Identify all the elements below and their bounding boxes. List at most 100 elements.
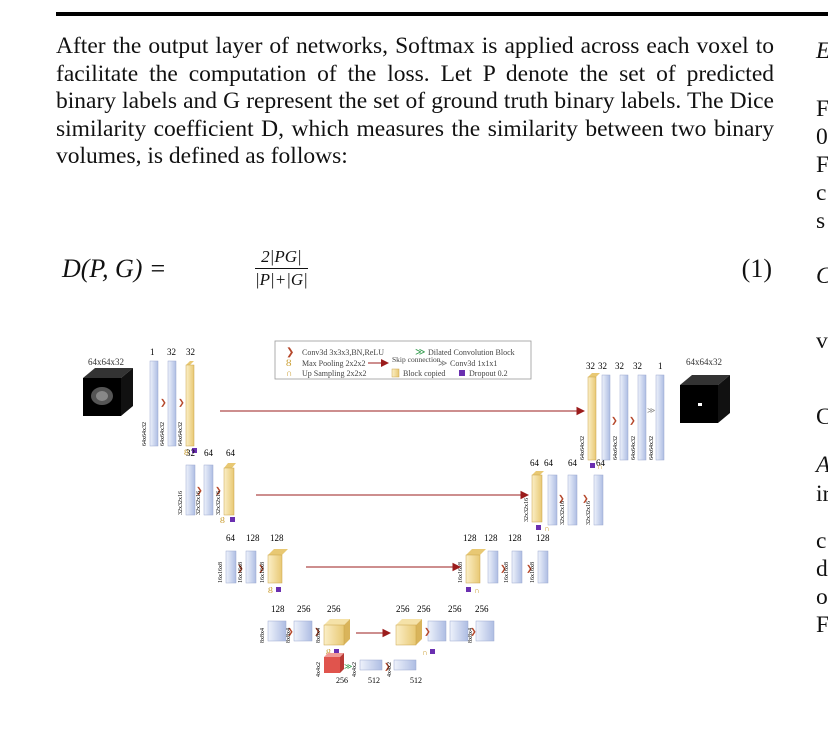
svg-text:256: 256 (336, 676, 348, 685)
skip-connections (220, 406, 586, 638)
svg-text:❯: ❯ (196, 486, 203, 495)
svg-text:∩: ∩ (474, 586, 480, 595)
equation-numerator: 2|PG| (255, 246, 308, 269)
svg-text:16x16x8: 16x16x8 (238, 562, 244, 583)
right-col-fragment: C (816, 404, 828, 430)
svg-text:32: 32 (615, 361, 624, 371)
right-col-fragment: E (816, 38, 828, 65)
svg-text:❯: ❯ (237, 564, 244, 573)
svg-text:Ȣ: Ȣ (220, 516, 225, 525)
svg-text:❯: ❯ (470, 627, 477, 636)
svg-text:128: 128 (270, 533, 284, 543)
svg-text:16x16x8: 16x16x8 (260, 562, 266, 583)
svg-text:32x32x16: 32x32x16 (560, 501, 566, 525)
svg-text:64: 64 (544, 458, 554, 468)
equation-number: (1) (741, 254, 772, 283)
svg-text:Ȣ: Ȣ (268, 586, 273, 595)
dilated-arrow-icon: ≫ (344, 662, 352, 671)
right-col-fragment: c (816, 180, 827, 206)
right-col-fragment: c (816, 528, 827, 554)
svg-text:Ȣ: Ȣ (184, 448, 189, 457)
svg-text:32: 32 (186, 448, 195, 458)
svg-text:❯: ❯ (384, 662, 391, 671)
svg-text:16x16x8: 16x16x8 (458, 562, 464, 583)
right-col-fragment: s (816, 208, 826, 234)
svg-text:Ȣ: Ȣ (326, 648, 331, 657)
legend-copied-label: Block copied (403, 369, 445, 378)
svg-text:256: 256 (327, 604, 341, 614)
svg-text:32: 32 (167, 347, 176, 357)
top-rule (56, 12, 828, 16)
svg-text:32: 32 (633, 361, 642, 371)
svg-text:16x16x8: 16x16x8 (504, 562, 510, 583)
svg-text:64x64x32: 64x64x32 (649, 436, 655, 460)
svg-text:32: 32 (186, 347, 195, 357)
svg-text:128: 128 (484, 533, 498, 543)
body-paragraph: After the output layer of networks, Soft… (56, 33, 774, 169)
equation-lhs: D(P, G) = (62, 254, 167, 283)
svg-text:64: 64 (226, 533, 236, 543)
figure-legend: ❯ Conv3d 3x3x3,BN,ReLU ≫ Dilated Convolu… (274, 340, 532, 380)
svg-text:4x4x2: 4x4x2 (387, 662, 393, 677)
svg-text:128: 128 (246, 533, 260, 543)
decoder-level-2: 64 64 64 64 ∩ ❯ ❯ 32x32x16 32x32x16 32x3… (524, 458, 606, 533)
svg-text:❯: ❯ (629, 416, 636, 425)
svg-text:❯: ❯ (500, 564, 507, 573)
svg-text:∩: ∩ (422, 648, 428, 657)
upsample-legend-icon: ∩ (286, 368, 293, 378)
svg-text:128: 128 (463, 533, 477, 543)
right-col-fragment: F (816, 152, 828, 178)
encoder-level-4: 128 256 256 ❯ ❯ Ȣ 8x8x4 8x8x4 8x8x4 (260, 604, 350, 657)
unet-architecture-figure: ❯ Conv3d 3x3x3,BN,ReLU ≫ Dilated Convolu… (80, 333, 740, 685)
svg-text:32x32x16: 32x32x16 (524, 498, 530, 522)
svg-text:16x16x8: 16x16x8 (218, 562, 224, 583)
svg-text:8x8x4: 8x8x4 (260, 628, 266, 643)
bottleneck-level: ≫ ❯ 256 512 512 4x4x2 4x4x2 4x4x2 (316, 653, 422, 685)
copied-legend-swatch (391, 368, 400, 378)
svg-text:1: 1 (658, 361, 663, 371)
encoder-level-2: 32 64 64 ❯ ❯ Ȣ 32x32x16 32x32x16 32x32x1… (178, 448, 236, 525)
right-col-fragment: v (816, 328, 828, 354)
svg-text:4x4x2: 4x4x2 (352, 662, 358, 677)
svg-text:64: 64 (226, 448, 236, 458)
legend-maxpool-label: Max Pooling 2x2x2 (302, 359, 366, 368)
right-col-fragment: F (816, 96, 828, 122)
svg-text:1: 1 (150, 347, 155, 357)
svg-text:∩: ∩ (544, 524, 550, 533)
svg-text:64x64x32: 64x64x32 (613, 436, 619, 460)
svg-text:256: 256 (448, 604, 462, 614)
svg-text:❯: ❯ (160, 398, 167, 407)
equation-fraction: 2|PG| |P|+|G| (255, 246, 308, 291)
svg-text:❯: ❯ (314, 627, 321, 636)
output-volume: 64x64x32 (680, 357, 730, 423)
maxpool-legend-icon: Ȣ (286, 358, 292, 368)
decoder-level-4: 256 256 256 256 ∩ ❯ ❯ 8x8x4 (395, 604, 495, 657)
dice-equation: D(P, G) = 2|PG| |P|+|G| (1) (60, 246, 772, 306)
right-col-fragment: d (816, 556, 828, 582)
svg-text:256: 256 (396, 604, 410, 614)
svg-text:❯: ❯ (558, 494, 565, 503)
svg-text:32x32x16: 32x32x16 (196, 491, 202, 515)
svg-text:128: 128 (536, 533, 550, 543)
dropout-legend-swatch (459, 370, 465, 376)
svg-text:❯: ❯ (424, 627, 431, 636)
svg-text:256: 256 (297, 604, 311, 614)
svg-text:64x64x32: 64x64x32 (160, 422, 166, 446)
svg-text:32: 32 (586, 361, 595, 371)
svg-text:❯: ❯ (178, 398, 185, 407)
dilated-legend-icon: ≫ (415, 347, 425, 358)
svg-text:❯: ❯ (582, 494, 589, 503)
svg-text:64x64x32: 64x64x32 (142, 422, 148, 446)
dilated-convolution-block (324, 657, 340, 673)
svg-text:64: 64 (596, 458, 606, 468)
svg-text:4x4x2: 4x4x2 (316, 662, 322, 677)
svg-text:∩: ∩ (597, 462, 603, 471)
encoder-level-3: 64 128 128 ❯ ❯ Ȣ 16x16x8 16x16x8 16x16x8 (218, 533, 288, 595)
conv-legend-icon: ❯ (286, 347, 294, 358)
right-col-fragment: ir (816, 481, 828, 507)
svg-text:32x32x16: 32x32x16 (178, 491, 184, 515)
svg-text:8x8x4: 8x8x4 (468, 628, 474, 643)
right-col-fragment: C (816, 263, 828, 290)
svg-text:32x32x16: 32x32x16 (586, 501, 592, 525)
svg-text:512: 512 (410, 676, 422, 685)
